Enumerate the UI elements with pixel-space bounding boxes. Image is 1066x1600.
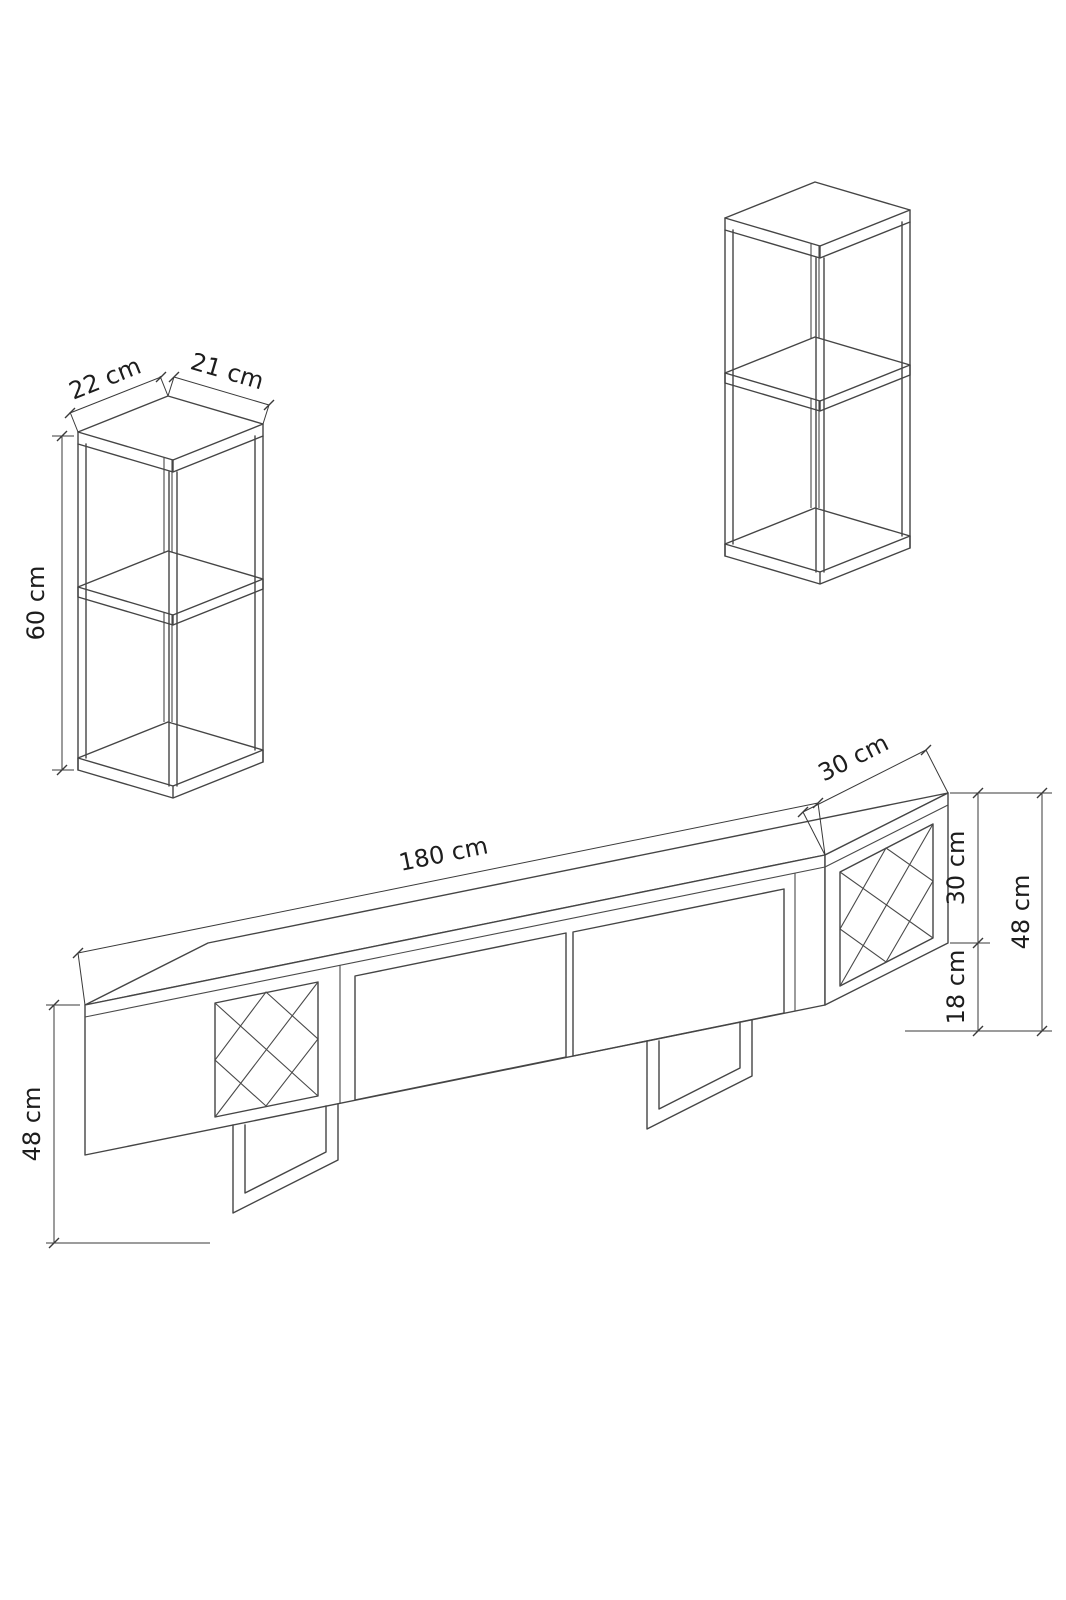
tv-stand-leg-height-label: 18 cm (942, 950, 970, 1025)
tower-depth-label: 21 cm (187, 347, 267, 395)
tv-stand-top-thickness (84, 804, 949, 1018)
tv-stand-left-leg (232, 1103, 339, 1214)
tv-stand-left-lattice-panel (214, 981, 319, 1118)
tv-stand-left-height-label: 48 cm (18, 1087, 46, 1162)
tv-stand-depth-label: 30 cm (814, 729, 893, 788)
dimension-lines (53, 376, 1043, 1243)
tower-width-label: 22 cm (65, 352, 145, 406)
tv-stand (84, 792, 949, 1214)
extension-lines (46, 375, 1052, 1244)
tv-stand-door-left (354, 932, 567, 1101)
tv-stand-dividers (339, 873, 796, 1103)
tv-stand-right-face (824, 792, 949, 1006)
tv-stand-length-label: 180 cm (397, 831, 491, 876)
tv-stand-right-leg (646, 1019, 753, 1130)
tv-stand-total-height-label: 48 cm (1007, 875, 1035, 950)
left-shelf-tower (77, 395, 264, 799)
dimension-ticks (48, 371, 1048, 1249)
tv-stand-body-height-label: 30 cm (942, 831, 970, 906)
tv-stand-door-right (572, 888, 785, 1057)
tv-stand-right-lattice-panel (839, 823, 934, 987)
right-shelf-tower (724, 181, 911, 585)
tower-height-label: 60 cm (22, 566, 50, 641)
